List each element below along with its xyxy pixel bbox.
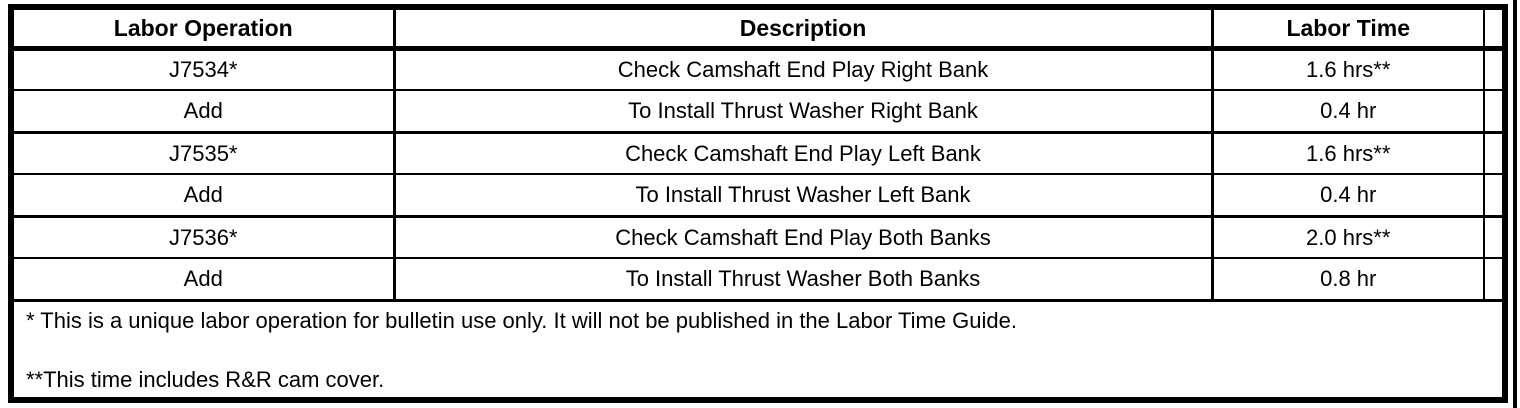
header-spacer-cell [1483, 10, 1502, 51]
table-row: J7535* Check Camshaft End Play Left Bank… [14, 132, 1502, 175]
footnote-row: * This is a unique labor operation for b… [14, 300, 1502, 397]
cell-description: To Install Thrust Washer Both Banks [392, 258, 1212, 302]
table-row: Add To Install Thrust Washer Left Bank 0… [14, 174, 1502, 218]
header-labor-time: Labor Time [1210, 10, 1484, 51]
page-edge-line [1513, 0, 1517, 408]
cell-labor-operation: Add [14, 174, 394, 218]
labor-time-table-frame: Labor Operation Description Labor Time J… [8, 4, 1508, 403]
header-labor-operation: Labor Operation [14, 10, 394, 51]
table-row: Add To Install Thrust Washer Both Banks … [14, 258, 1502, 302]
cell-labor-time: 1.6 hrs** [1210, 48, 1484, 91]
spacer-cell [1483, 216, 1502, 259]
cell-labor-time: 2.0 hrs** [1210, 216, 1484, 259]
cell-labor-time: 0.4 hr [1210, 90, 1484, 134]
cell-labor-operation: J7535* [14, 132, 394, 175]
cell-labor-time: 1.6 hrs** [1210, 132, 1484, 175]
cell-description: Check Camshaft End Play Both Banks [392, 216, 1212, 259]
spacer-cell [1483, 258, 1502, 302]
footnote-unique-operation: * This is a unique labor operation for b… [26, 307, 1017, 333]
cell-description: Check Camshaft End Play Right Bank [392, 48, 1212, 91]
spacer-cell [1483, 132, 1502, 175]
spacer-cell [1483, 90, 1502, 134]
table-row: J7534* Check Camshaft End Play Right Ban… [14, 48, 1502, 91]
labor-time-table: Labor Operation Description Labor Time J… [14, 10, 1502, 397]
cell-description: To Install Thrust Washer Left Bank [392, 174, 1212, 218]
table-row: Add To Install Thrust Washer Right Bank … [14, 90, 1502, 134]
spacer-cell [1483, 48, 1502, 91]
cell-description: To Install Thrust Washer Right Bank [392, 90, 1212, 134]
cell-labor-operation: J7534* [14, 48, 394, 91]
cell-labor-operation: Add [14, 90, 394, 134]
spacer-cell [1483, 174, 1502, 218]
cell-description: Check Camshaft End Play Left Bank [392, 132, 1212, 175]
header-description: Description [392, 10, 1212, 51]
table-row: J7536* Check Camshaft End Play Both Bank… [14, 216, 1502, 259]
footnote-cell: * This is a unique labor operation for b… [14, 300, 1502, 397]
cell-labor-time: 0.8 hr [1210, 258, 1484, 302]
table-header-row: Labor Operation Description Labor Time [14, 10, 1502, 51]
cell-labor-operation: J7536* [14, 216, 394, 259]
cell-labor-time: 0.4 hr [1210, 174, 1484, 218]
footnote-rr-cam-cover: **This time includes R&R cam cover. [26, 366, 385, 392]
cell-labor-operation: Add [14, 258, 394, 302]
